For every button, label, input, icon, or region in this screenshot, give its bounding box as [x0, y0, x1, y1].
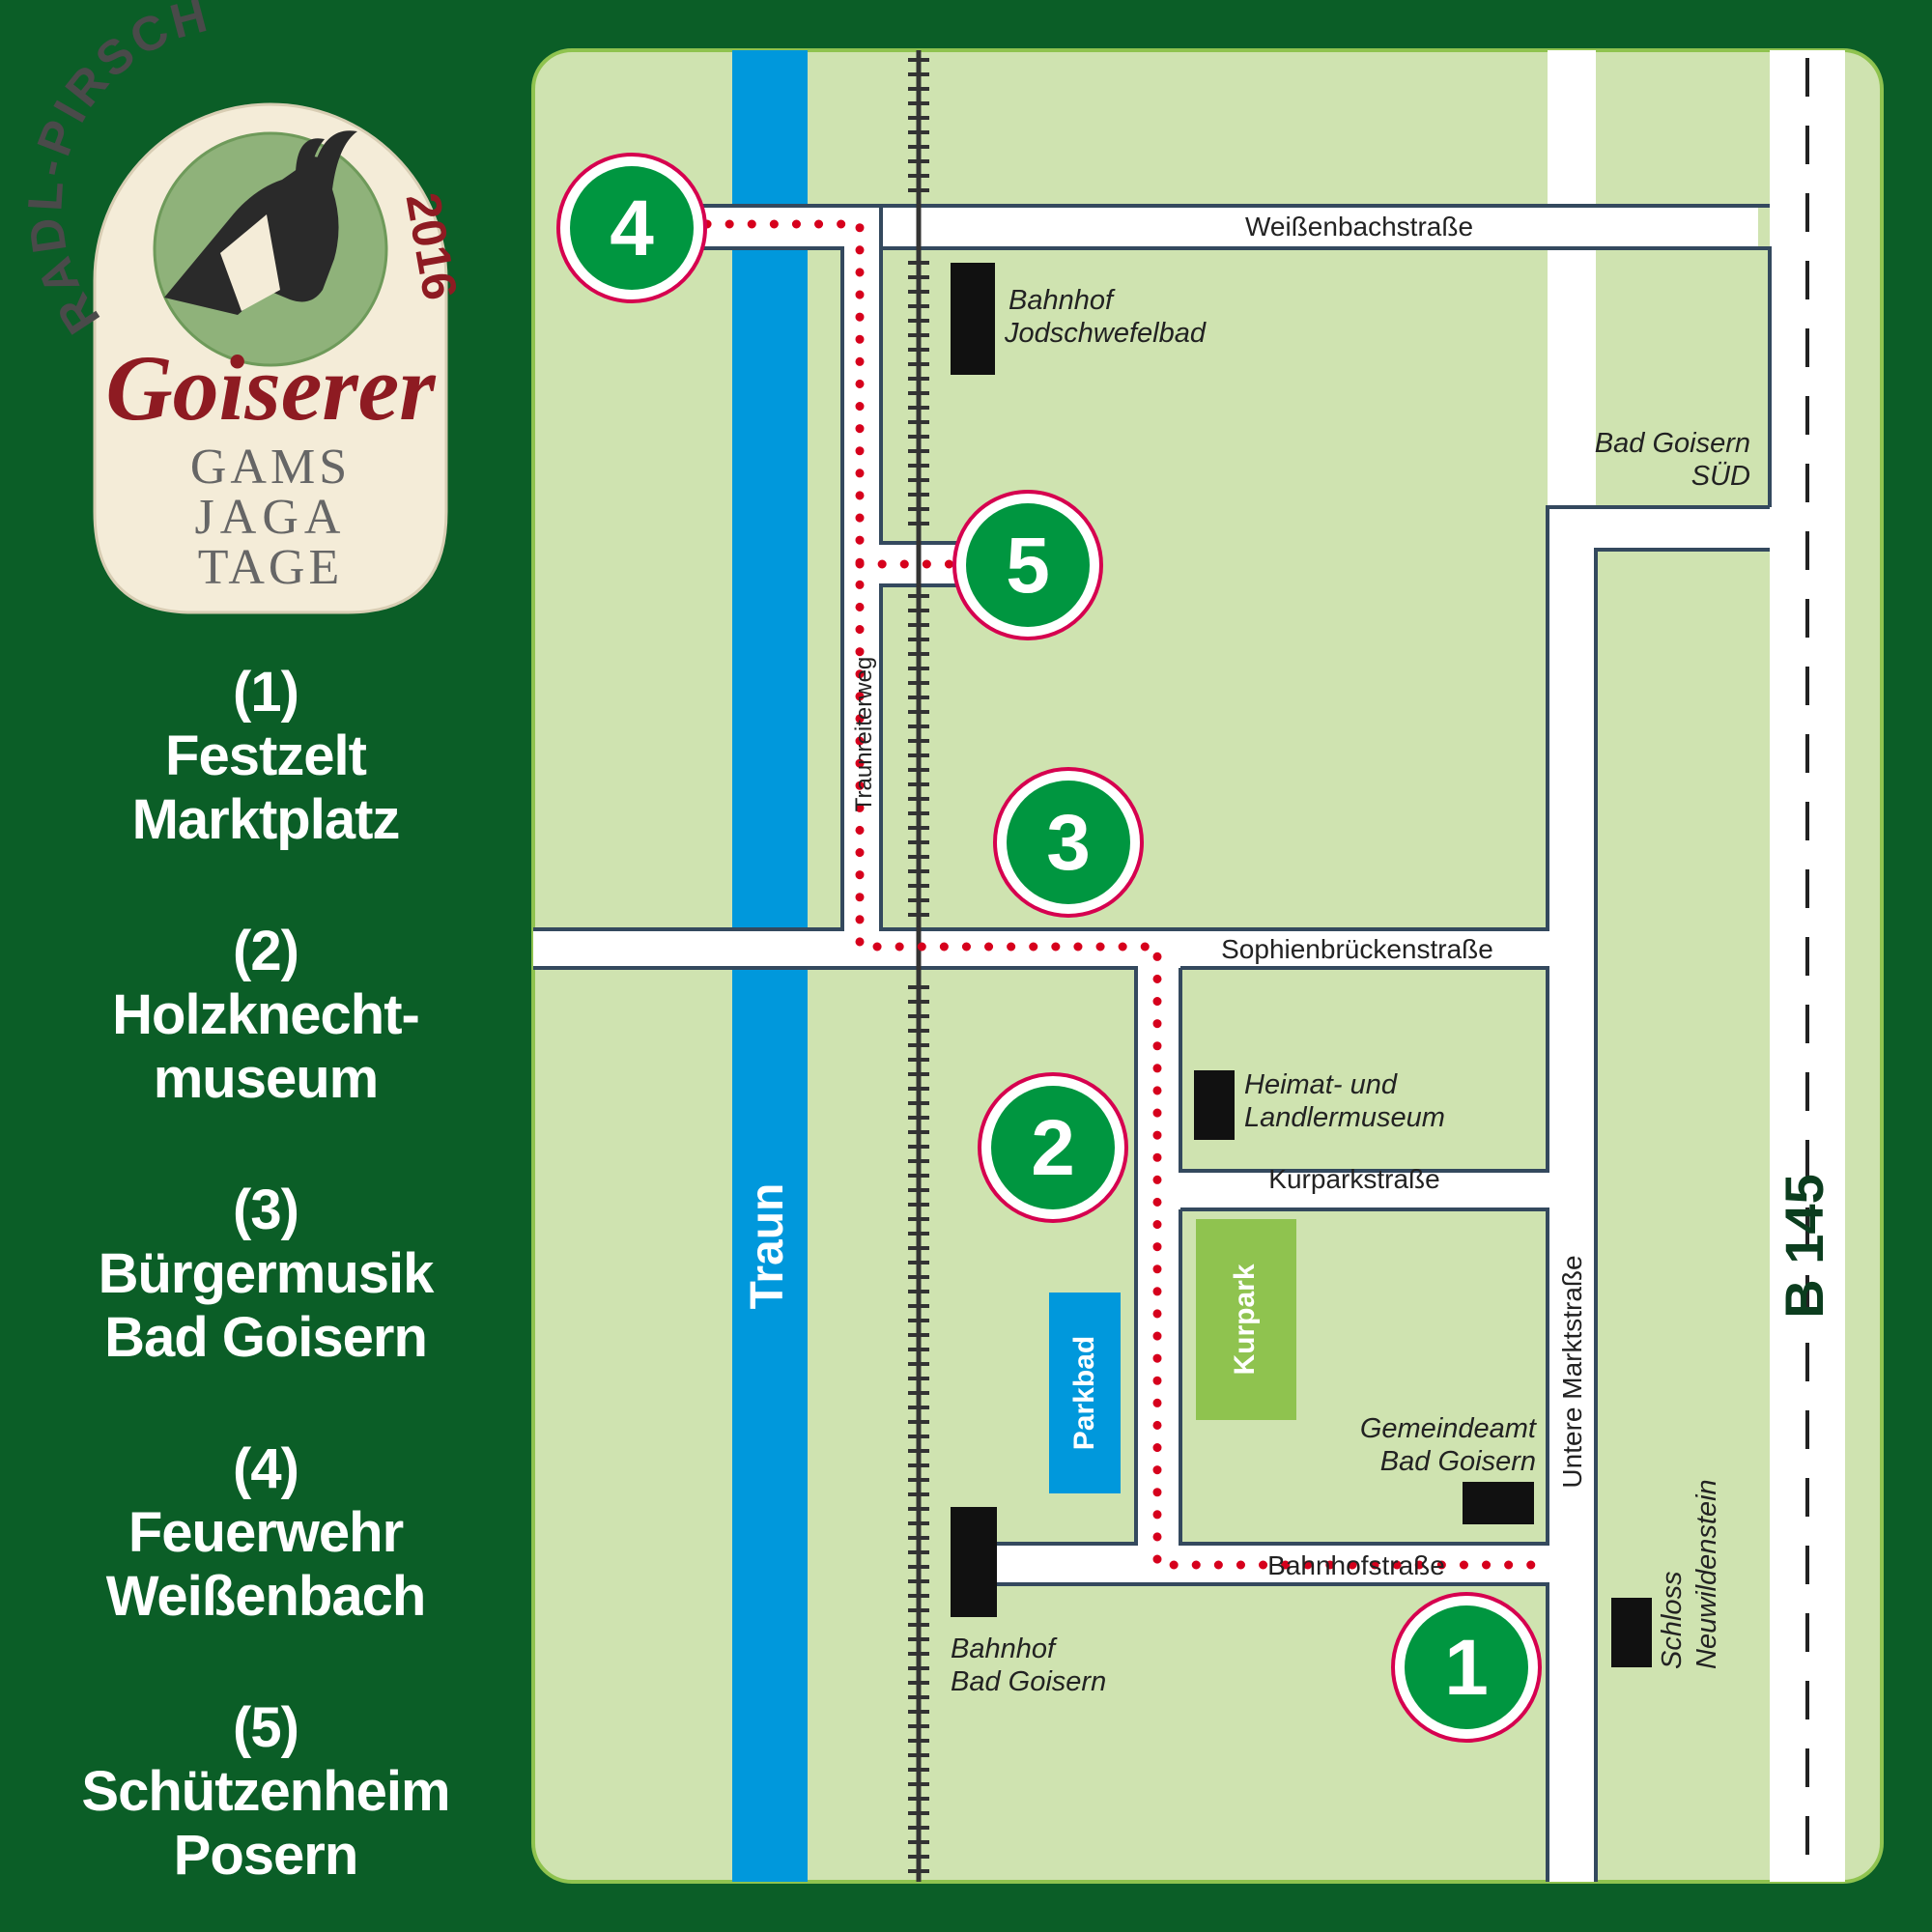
street-label-traunreiterweg: Traunreiterweg [851, 657, 877, 812]
street-label-weissenbach: Weißenbachstraße [1245, 212, 1473, 242]
legend-line-4a: Feuerwehr [128, 1501, 404, 1564]
place-label-schloss-1: Schloss [1657, 1571, 1688, 1669]
building-bahnhof-bg [951, 1507, 997, 1617]
place-label-sued-1: Bad Goisern [1595, 428, 1750, 459]
railway [908, 50, 929, 1882]
marker-5[interactable]: 5 [952, 490, 1103, 640]
parkbad-label: Parkbad [1068, 1336, 1100, 1450]
legend-line-3a: Bürgermusik [98, 1242, 435, 1305]
legend-line-3b: Bad Goisern [104, 1306, 428, 1369]
marker-1[interactable]: 1 [1391, 1592, 1542, 1743]
marker-4[interactable]: 4 [556, 153, 707, 303]
legend-num-4: (4) [233, 1437, 299, 1500]
marker-1-label: 1 [1444, 1624, 1489, 1712]
buildings [951, 263, 1652, 1667]
river-label: Traun [742, 1183, 793, 1310]
legend-line-5a: Schützenheim [81, 1760, 450, 1823]
parkbad-area [1049, 1293, 1121, 1493]
road-network [533, 50, 1845, 1882]
place-label-sued-2: SÜD [1691, 461, 1750, 492]
place-label-schloss-2: Neuwildenstein [1691, 1479, 1722, 1669]
place-label-gemeindeamt-2: Bad Goisern [1380, 1446, 1536, 1477]
kurpark-label: Kurpark [1229, 1264, 1261, 1375]
road-edges [533, 204, 1772, 1882]
legend-line-5b: Posern [173, 1824, 359, 1887]
building-gemeindeamt [1463, 1482, 1534, 1524]
kurpark-area [1196, 1219, 1296, 1420]
legend-item-2: (2) Holzknecht- museum [19, 920, 512, 1111]
street-label-sophienbruecken: Sophienbrückenstraße [1221, 934, 1493, 964]
legend-num-3: (3) [233, 1179, 299, 1241]
legend-line-4b: Weißenbach [105, 1565, 427, 1628]
place-label-bahnhof-jod-2: Jodschwefelbad [1004, 318, 1207, 349]
street-label-bahnhof: Bahnhofstraße [1267, 1550, 1445, 1580]
street-label-b145: B 145 [1774, 1174, 1834, 1318]
bike-route [702, 219, 1552, 1570]
building-bahnhof-jod [951, 263, 995, 375]
marker-2-label: 2 [1031, 1104, 1075, 1192]
legend-item-5: (5) Schützenheim Posern [19, 1696, 512, 1888]
legend-line-2b: museum [153, 1047, 380, 1110]
legend-item-4: (4) Feuerwehr Weißenbach [19, 1437, 512, 1629]
event-logo: RADL-PIRSCH 2016 Goiserer GAMS JAGA TAGE [17, 0, 468, 614]
place-label-gemeindeamt-1: Gemeindeamt [1360, 1413, 1538, 1444]
building-heimatmuseum [1194, 1070, 1235, 1140]
legend-num-2: (2) [233, 920, 299, 982]
legend-line-2a: Holzknecht- [112, 983, 420, 1046]
marker-5-label: 5 [1006, 522, 1050, 610]
legend-item-3: (3) Bürgermusik Bad Goisern [19, 1179, 512, 1370]
place-label-heimat-2: Landlermuseum [1244, 1102, 1445, 1133]
place-label-bahnhof-jod-1: Bahnhof [1009, 285, 1116, 316]
place-label-heimat-1: Heimat- und [1244, 1069, 1398, 1100]
legend-item-1: (1) Festzelt Marktplatz [19, 661, 512, 852]
logo-line-1: GAMS [190, 440, 351, 495]
legend-line-1b: Marktplatz [131, 788, 401, 851]
building-schloss [1611, 1598, 1652, 1667]
place-label-bahnhof-bg-2: Bad Goisern [951, 1666, 1106, 1697]
logo-line-2: JAGA [195, 490, 347, 545]
marker-4-label: 4 [610, 185, 654, 272]
logo-script: Goiserer [105, 336, 437, 440]
legend-num-5: (5) [233, 1696, 299, 1759]
street-label-kurpark: Kurparkstraße [1268, 1164, 1439, 1194]
place-label-bahnhof-bg-1: Bahnhof [951, 1634, 1058, 1664]
marker-3-label: 3 [1046, 799, 1091, 887]
legend-num-1: (1) [233, 661, 299, 724]
street-label-untere-markt: Untere Marktstraße [1557, 1255, 1587, 1488]
logo-line-3: TAGE [198, 540, 343, 595]
marker-2[interactable]: 2 [978, 1072, 1128, 1223]
chamois-head-icon [164, 130, 357, 315]
legend-line-1a: Festzelt [165, 724, 367, 787]
marker-3[interactable]: 3 [993, 767, 1144, 918]
